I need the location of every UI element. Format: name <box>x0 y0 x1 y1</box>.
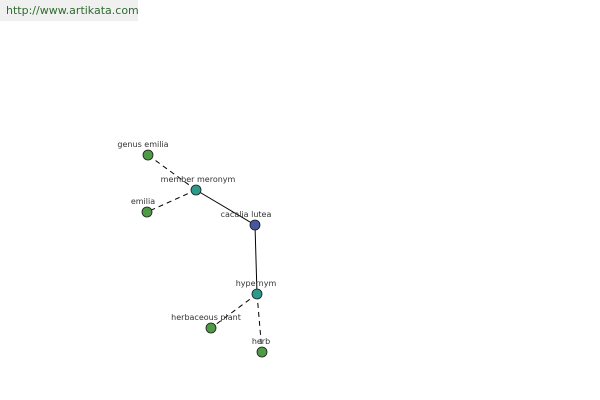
edge-cacalia-lutea-to-member-meronym <box>195 189 256 226</box>
node-genus-emilia-circle[interactable] <box>142 149 154 161</box>
node-cacalia-lutea-circle[interactable] <box>249 219 261 231</box>
node-genus-emilia-label[interactable]: genus emilia <box>117 140 168 149</box>
node-herbaceous-plant-circle[interactable] <box>205 322 217 334</box>
node-member-meronym-label[interactable]: member meronym <box>161 175 236 184</box>
node-genus-emilia[interactable]: genus emilia <box>117 140 169 161</box>
node-hypernym-circle[interactable] <box>251 288 263 300</box>
url-banner[interactable]: http://www.artikata.com <box>0 0 139 21</box>
edges-layer <box>146 154 263 353</box>
edge-member-meronym-to-genus-emilia <box>147 154 197 191</box>
node-member-meronym[interactable]: member meronym <box>161 175 236 196</box>
node-herbaceous-plant[interactable]: herbaceous plant <box>171 313 241 334</box>
edge-cacalia-lutea-to-hypernym <box>254 224 258 295</box>
node-emilia[interactable]: emilia <box>131 197 155 218</box>
edge-hypernym-to-herb <box>256 293 263 353</box>
node-cacalia-lutea[interactable]: cacalia lutea <box>221 210 272 231</box>
node-cacalia-lutea-label[interactable]: cacalia lutea <box>221 210 272 219</box>
node-herb-circle[interactable] <box>256 346 268 358</box>
node-herb-label[interactable]: herb <box>252 337 270 346</box>
node-member-meronym-circle[interactable] <box>190 184 202 196</box>
node-emilia-circle[interactable] <box>141 206 153 218</box>
node-herb[interactable]: herb <box>252 337 270 358</box>
node-hypernym[interactable]: hypernym <box>236 279 277 300</box>
edge-hypernym-to-herbaceous-plant <box>210 293 258 329</box>
nodes-layer: genus emilia member meronym emilia cacalia … <box>117 140 277 358</box>
node-emilia-label[interactable]: emilia <box>131 197 155 206</box>
node-hypernym-label[interactable]: hypernym <box>236 279 277 288</box>
node-herbaceous-plant-label[interactable]: herbaceous plant <box>171 313 241 322</box>
